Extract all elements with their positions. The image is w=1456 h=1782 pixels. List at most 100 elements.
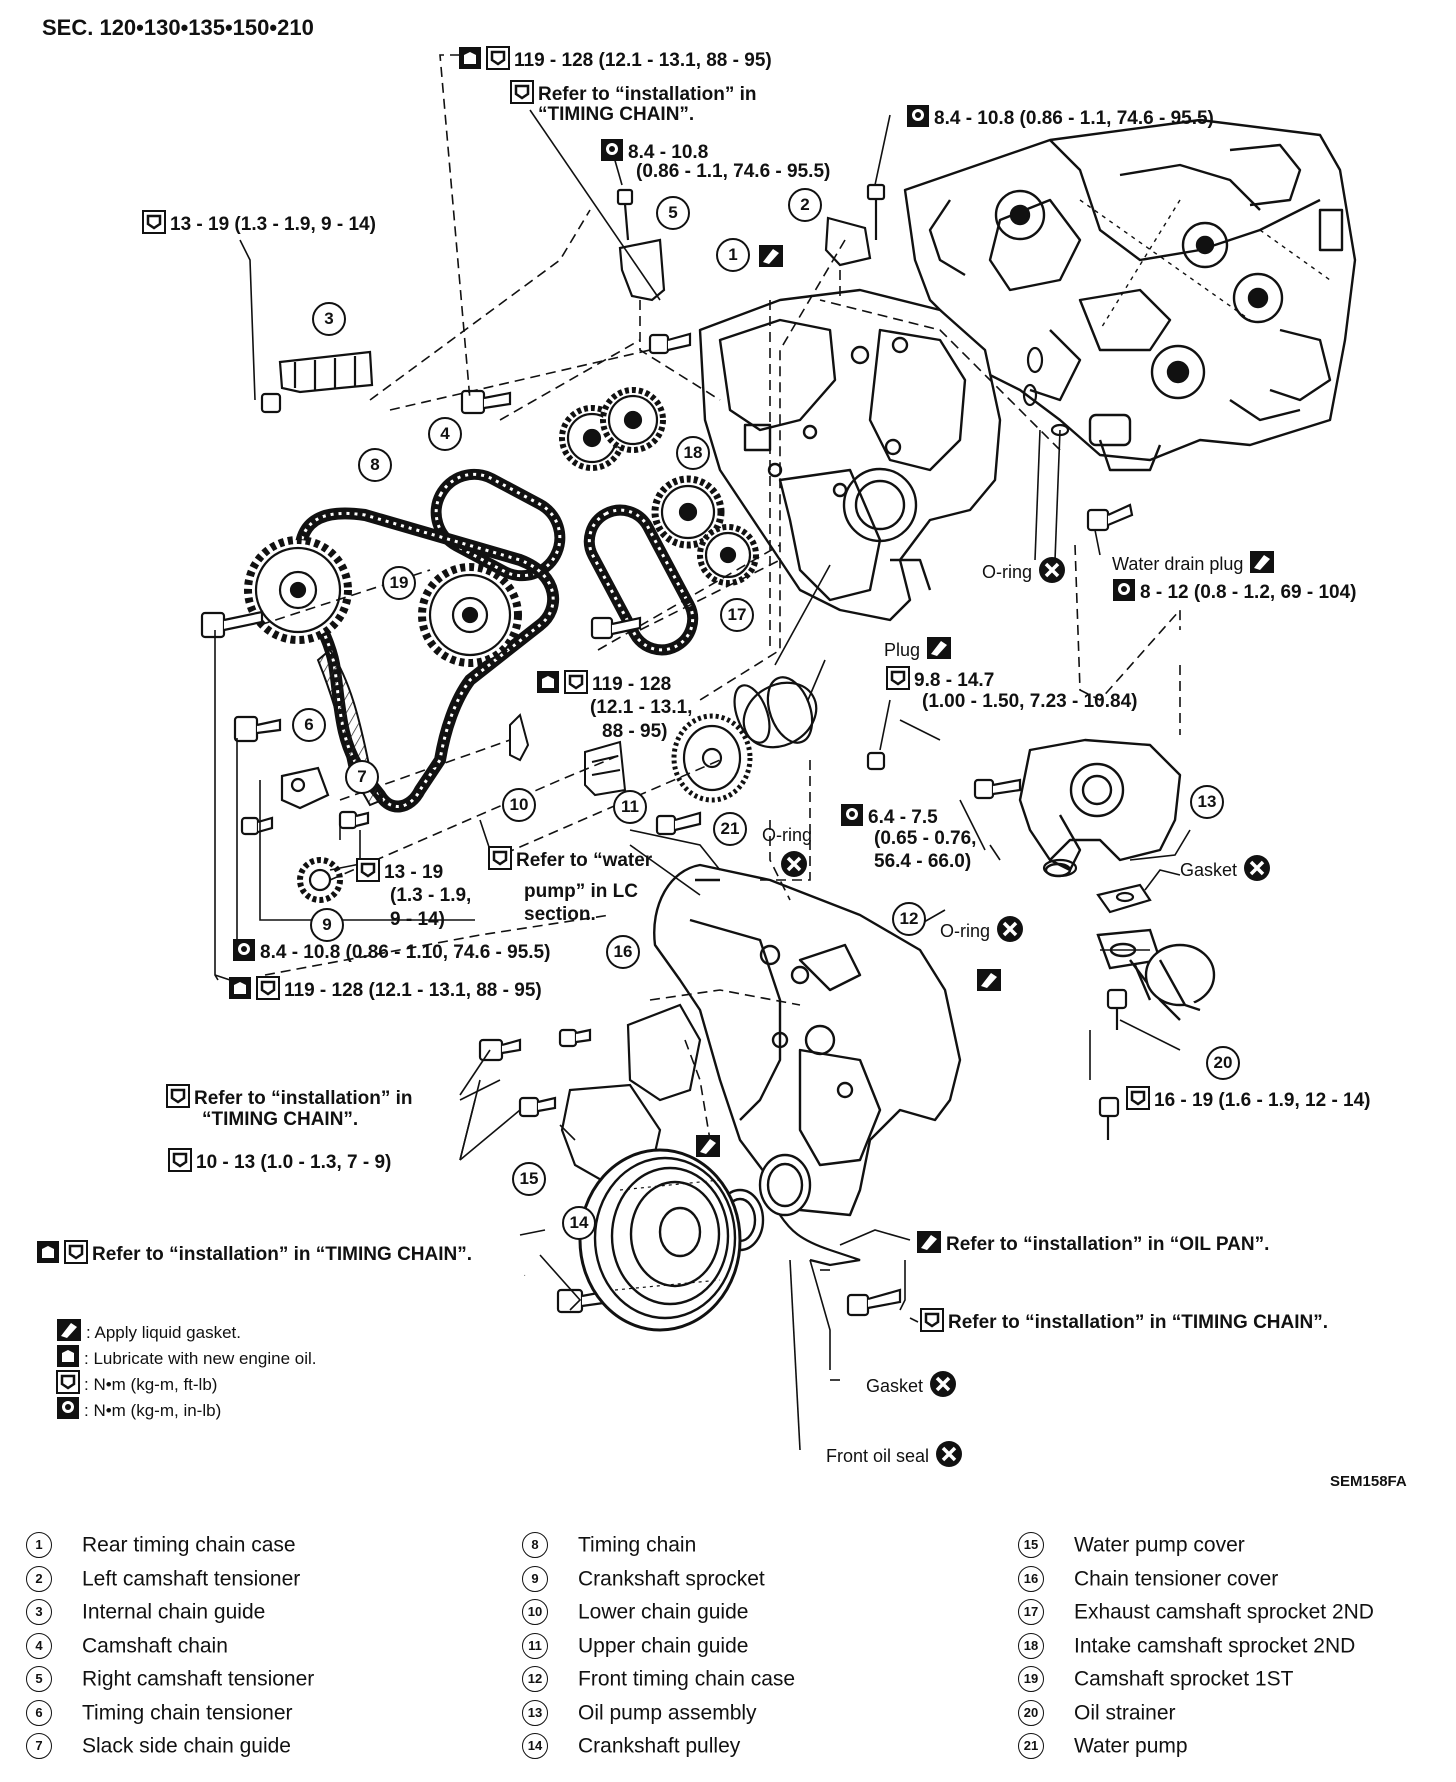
torque-wrench-icon — [510, 80, 534, 110]
key-torque-ftlb: : N•m (kg-m, ft-lb) — [56, 1370, 217, 1401]
callout-2: 2 — [788, 188, 822, 222]
figure-dot: · — [523, 1270, 526, 1281]
bolts — [200, 183, 1134, 1317]
oil-strainer — [1096, 928, 1216, 1021]
torque-note-8: 119 - 128 (12.1 - 13.1, 88 - 95) — [228, 976, 542, 1006]
torque-wrench-icon — [256, 976, 280, 1006]
callout-20: 20 — [1206, 1046, 1240, 1080]
oil-can-icon — [228, 976, 252, 1006]
section-title: SEC. 120•130•135•150•210 — [42, 15, 314, 40]
torque-wrench-icon — [64, 1240, 88, 1270]
torque-note-plug2-b: (0.65 - 0.76, — [874, 828, 977, 849]
torque-note-cam-a: 119 - 128 — [536, 670, 671, 700]
refer-installation-bottom: Refer to “installation” in “TIMING CHAIN… — [920, 1308, 1328, 1338]
chain-tensioner-cover — [626, 1003, 702, 1102]
timing-chain-tensioner — [280, 766, 330, 810]
oil-pan-gasket — [779, 1214, 861, 1267]
plug-label: Plug — [884, 636, 952, 666]
refer-installation-pulley: Refer to “installation” in “TIMING CHAIN… — [36, 1240, 472, 1270]
camshaft-sprocket-left — [244, 536, 352, 644]
oring-label-2: O-ring — [762, 825, 813, 845]
oil-can-icon — [458, 46, 482, 76]
replace-icon — [1243, 854, 1271, 888]
callout-9: 9 — [310, 908, 344, 942]
torque-note-plug2-c: 56.4 - 66.0) — [874, 851, 972, 872]
callout-18: 18 — [676, 436, 710, 470]
replace-icon-oring2 — [780, 850, 808, 883]
oil-can-icon — [56, 1344, 80, 1375]
key-liquid-gasket: : Apply liquid gasket. — [56, 1318, 241, 1349]
refer-installation-top: Refer to “installation” in — [510, 80, 757, 110]
callout-3: 3 — [312, 302, 346, 336]
torque-wrench-filled-icon — [906, 104, 930, 134]
callout-15: 15 — [512, 1162, 546, 1196]
torque-wrench-filled-icon — [232, 938, 256, 968]
liquid-gasket-icon — [1249, 550, 1275, 580]
refer-installation-mid-b: “TIMING CHAIN”. — [202, 1109, 359, 1130]
torque-wrench-filled-icon — [1112, 578, 1136, 608]
torque-note-6-c: 9 - 14) — [390, 909, 445, 930]
camshaft-chain-right — [583, 504, 699, 656]
liquid-gasket-icon — [695, 1134, 721, 1163]
torque-wrench-icon — [920, 1308, 944, 1338]
callout-12: 12 — [892, 902, 926, 936]
refer-water-pump-b: pump” in LC — [524, 881, 638, 902]
camshaft-sprocket-pair-upper — [559, 387, 666, 471]
oil-can-icon — [36, 1240, 60, 1270]
torque-wrench-icon — [886, 666, 910, 696]
liquid-gasket-icon — [916, 1230, 942, 1260]
torque-note-7: 8.4 - 10.8 (0.86 - 1.10, 74.6 - 95.5) — [232, 938, 550, 968]
liquid-gasket-icon — [758, 244, 784, 273]
torque-wrench-icon — [168, 1148, 192, 1178]
callout-16: 16 — [606, 935, 640, 969]
refer-water-pump-a: Refer to “water — [488, 846, 652, 876]
replace-icon — [935, 1440, 963, 1474]
torque-note-5-a: 8.4 - 10.8 — [600, 138, 708, 168]
callout-11: 11 — [613, 790, 647, 824]
torque-wrench-icon — [142, 210, 166, 240]
camshaft-sprocket-1st — [418, 563, 522, 667]
gasket-label-2: Gasket — [866, 1370, 957, 1404]
refer-water-pump-c: section. — [524, 904, 596, 925]
torque-wrench-icon — [564, 670, 588, 700]
rear-timing-chain-case — [698, 288, 1002, 622]
exhaust-camshaft-sprocket-2nd — [697, 524, 759, 586]
front-oil-seal-label: Front oil seal — [826, 1440, 963, 1474]
callout-6: 6 — [292, 708, 326, 742]
torque-note-3: 13 - 19 (1.3 - 1.9, 9 - 14) — [142, 210, 376, 240]
key-oil: : Lubricate with new engine oil. — [56, 1344, 316, 1375]
liquid-gasket-icon — [56, 1318, 82, 1349]
callout-17: 17 — [720, 598, 754, 632]
gaskets-orings — [733, 346, 1152, 914]
torque-note-top: 119 - 128 (12.1 - 13.1, 88 - 95) — [458, 46, 772, 76]
callout-1: 1 — [716, 238, 750, 272]
left-camshaft-tensioner — [824, 216, 872, 267]
torque-note-cam-c: 88 - 95) — [602, 721, 668, 742]
oil-can-icon — [536, 670, 560, 700]
torque-wrench-icon — [356, 858, 380, 888]
callout-13: 13 — [1190, 785, 1224, 819]
engine-block — [903, 118, 1357, 472]
liquid-gasket-icon — [926, 636, 952, 666]
torque-wrench-filled-icon — [600, 138, 624, 168]
replace-icon — [1038, 556, 1066, 590]
torque-note-5-b: (0.86 - 1.1, 74.6 - 95.5) — [636, 161, 831, 182]
callout-8: 8 — [358, 448, 392, 482]
torque-note-6-b: (1.3 - 1.9, — [390, 885, 472, 906]
refer-installation-top-2: “TIMING CHAIN”. — [538, 104, 695, 125]
gasket-label-1: Gasket — [1180, 854, 1271, 888]
